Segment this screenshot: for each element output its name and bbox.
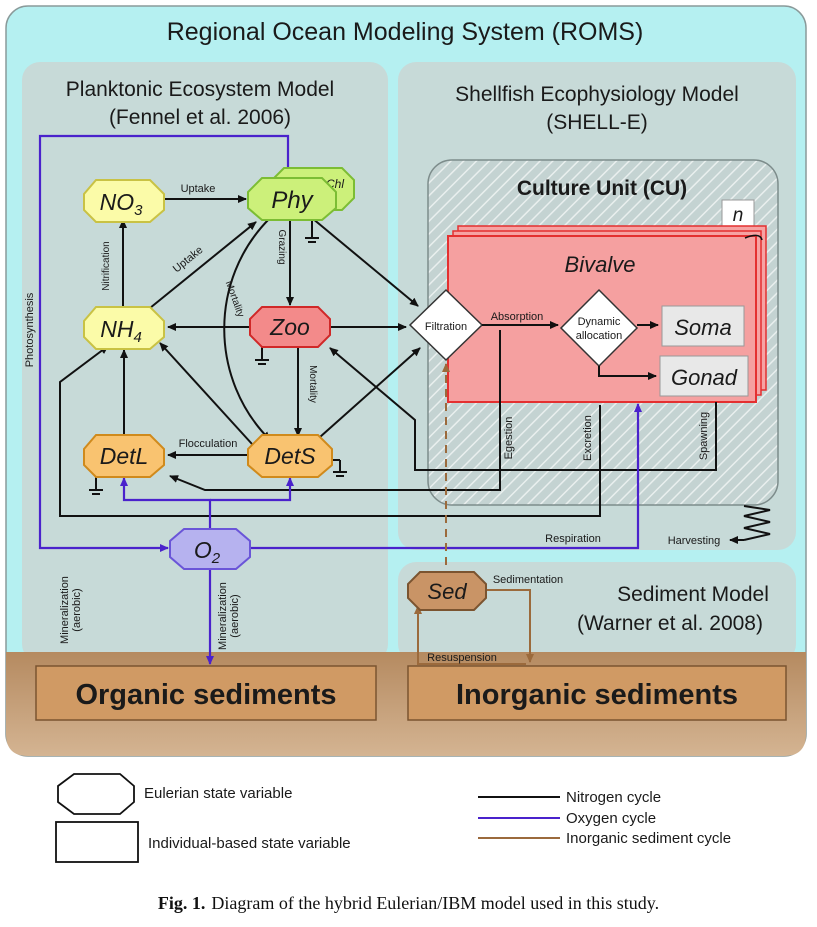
planktonic-panel	[22, 62, 388, 662]
legend-eulerian: Eulerian state variable	[144, 785, 292, 802]
oxygen-arrows	[38, 134, 642, 665]
sed-label: Sed	[427, 579, 467, 604]
phy-node	[247, 177, 337, 221]
nitrogen-arrows	[59, 195, 771, 544]
shellfish-title: Shellfish Ecophysiology Model	[455, 83, 739, 106]
sediment-panel	[398, 562, 796, 662]
shellfish-subtitle: (SHELL-E)	[546, 111, 648, 134]
caption-text: Diagram of the hybrid Eulerian/IBM model…	[211, 893, 660, 913]
gonad-box	[659, 355, 749, 397]
planktonic-citation: (Fennel et al. 2006)	[109, 106, 291, 129]
harvesting-label: Harvesting	[668, 535, 721, 547]
nh4-label: NH4	[100, 316, 142, 346]
organic-sediments-box	[35, 665, 377, 721]
soma-label: Soma	[674, 315, 731, 340]
o2-label: O2	[194, 537, 221, 567]
dynamic-label-1: Dynamic	[578, 316, 621, 328]
sediment-model-citation: (Warner et al. 2008)	[577, 612, 763, 635]
planktonic-title: Planktonic Ecosystem Model	[66, 78, 334, 101]
culture-unit-title: Culture Unit (CU)	[517, 177, 687, 200]
soma-box	[661, 305, 745, 347]
roms-title: Regional Ocean Modeling System (ROMS)	[167, 18, 644, 46]
mineral-o2-label-1: Mineralization	[217, 582, 229, 650]
legend-rect-shape	[55, 821, 139, 863]
respiration-label: Respiration	[545, 533, 601, 545]
n-box	[721, 199, 755, 229]
sedimentation-label: Sedimentation	[493, 574, 563, 586]
o2-node	[169, 528, 251, 570]
figure-caption: Fig. 1.Diagram of the hybrid Eulerian/IB…	[0, 893, 817, 914]
zoo-label: Zoo	[269, 314, 310, 340]
grazing-label: Grazing	[276, 229, 287, 264]
no3-label: NO3	[100, 189, 144, 219]
dets-label: DetS	[264, 443, 316, 469]
mortality-zoo-label: Mortality	[307, 365, 318, 403]
inorganic-sediments-label: Inorganic sediments	[456, 679, 738, 711]
egestion-label: Egestion	[503, 417, 515, 460]
dynamic-label-2: allocation	[576, 330, 622, 342]
gonad-label: Gonad	[671, 365, 738, 390]
detl-label: DetL	[100, 443, 149, 469]
nitrification-label: Nitrification	[101, 241, 112, 290]
uptake-top-label: Uptake	[181, 183, 216, 195]
mineral-o2-label-2: (aerobic)	[229, 594, 241, 637]
sediment-arrows	[414, 363, 534, 665]
model-diagram: Regional Ocean Modeling System (ROMS) Or…	[5, 5, 807, 863]
legend-octagon-shape	[57, 773, 135, 815]
legend-individual: Individual-based state variable	[148, 835, 351, 852]
excretion-label: Excretion	[582, 415, 594, 461]
n-label: n	[733, 205, 744, 226]
filtration-label: Filtration	[425, 321, 467, 333]
no3-node	[83, 179, 165, 223]
legend-oxygen: Oxygen cycle	[566, 810, 656, 827]
mineral-left-label-1: Mineralization	[59, 576, 71, 644]
caption-label: Fig. 1.	[157, 893, 206, 913]
legend-sediment: Inorganic sediment cycle	[566, 830, 731, 847]
phy-label: Phy	[271, 187, 314, 214]
sediment-model-title: Sediment Model	[617, 583, 769, 606]
inorganic-sediments-box	[407, 665, 787, 721]
organic-sediments-label: Organic sediments	[75, 679, 336, 711]
photosynthesis-label: Photosynthesis	[24, 292, 36, 367]
spawning-label: Spawning	[698, 412, 710, 460]
legend-nitrogen: Nitrogen cycle	[566, 789, 661, 806]
sed-node	[407, 571, 487, 611]
resuspension-label: Resuspension	[427, 652, 497, 664]
dets-node	[247, 434, 333, 478]
mineral-left-label-2: (aerobic)	[71, 588, 83, 631]
nh4-node	[83, 306, 165, 350]
bivalve-label: Bivalve	[565, 252, 636, 277]
zoo-node	[249, 306, 331, 348]
flocculation-label: Flocculation	[179, 438, 238, 450]
filtration-diamond	[408, 288, 484, 362]
detl-node	[83, 434, 165, 478]
absorption-label: Absorption	[491, 311, 544, 323]
